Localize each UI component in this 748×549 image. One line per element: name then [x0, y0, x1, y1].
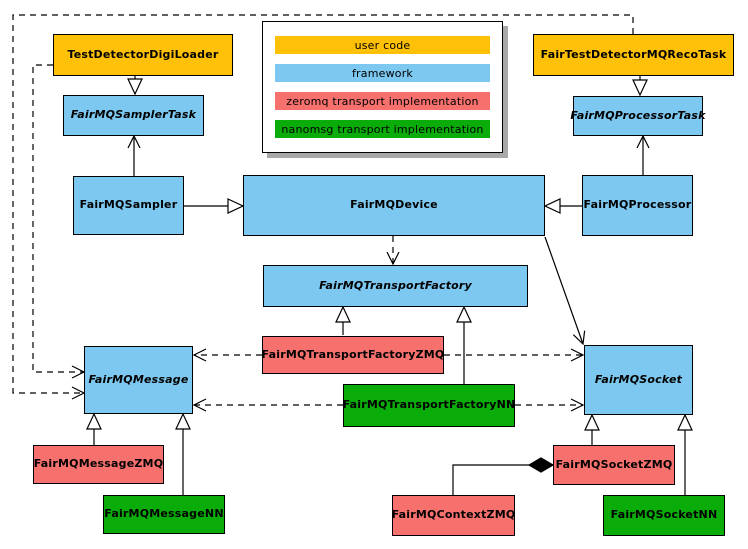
- class-box-testdetectordigiloader: TestDetectorDigiLoader: [53, 34, 233, 76]
- class-box-fairmqmessagezmq: FairMQMessageZMQ: [33, 445, 164, 484]
- class-label: FairMQSamplerTask: [70, 108, 197, 122]
- class-label: FairMQSocketZMQ: [555, 457, 673, 471]
- legend-item-zeromq: zeromq transport implementation: [275, 92, 490, 110]
- class-box-fairmqtransportfactoryzmq: FairMQTransportFactoryZMQ: [262, 336, 444, 374]
- class-box-fairmqtransportfactorynn: FairMQTransportFactoryNN: [343, 384, 515, 427]
- class-label: FairMQMessageZMQ: [33, 457, 164, 471]
- class-label: FairMQProcessorTask: [570, 108, 706, 122]
- class-box-fairmqdevice: FairMQDevice: [243, 175, 545, 236]
- class-box-fairmqprocessor: FairMQProcessor: [582, 175, 693, 236]
- class-box-fairmqsamplertask: FairMQSamplerTask: [63, 95, 204, 136]
- edge-socketzmq-owns-contextzmq: [452, 465, 553, 495]
- class-box-fairmqsampler: FairMQSampler: [73, 176, 184, 235]
- class-label: FairMQTransportFactoryNN: [342, 398, 516, 412]
- class-box-fairmqmessage: FairMQMessage: [84, 346, 193, 414]
- class-box-fairmqprocessortask: FairMQProcessorTask: [570, 96, 706, 136]
- class-label: FairMQMessage: [88, 372, 189, 386]
- class-box-fairmqsocketzmq: FairMQSocketZMQ: [553, 445, 675, 485]
- class-box-fairmqmessagenn: FairMQMessageNN: [103, 495, 225, 534]
- edge-recotask-depends-message: [12, 14, 634, 400]
- legend-item-user-code: user code: [275, 36, 490, 54]
- edge-digiloader-depends-message: [32, 64, 86, 379]
- class-label: FairMQSampler: [79, 198, 178, 212]
- legend: user code framework zeromq transport imp…: [262, 21, 503, 153]
- class-box-fairtestdetectormqrecotask: FairTestDetectorMQRecoTask: [533, 34, 734, 76]
- class-box-fairmqsocketnn: FairMQSocketNN: [603, 495, 725, 536]
- class-label: FairMQTransportFactoryZMQ: [261, 347, 445, 361]
- class-label: FairMQSocketNN: [610, 508, 718, 522]
- edge-device-uses-socket: [544, 236, 586, 346]
- class-label: FairMQProcessor: [583, 198, 692, 212]
- legend-item-framework: framework: [275, 64, 490, 82]
- class-label: FairMQTransportFactory: [319, 278, 472, 292]
- class-label: FairMQDevice: [350, 198, 438, 212]
- class-box-fairmqcontextzmq: FairMQContextZMQ: [392, 495, 515, 536]
- class-label: FairMQContextZMQ: [391, 508, 516, 522]
- class-label: FairMQSocket: [594, 372, 683, 386]
- class-box-fairmqsocket: FairMQSocket: [584, 345, 693, 415]
- class-label: TestDetectorDigiLoader: [67, 47, 219, 61]
- legend-item-nanomsg: nanomsg transport implementation: [275, 120, 490, 138]
- class-box-fairmqtransportfactory: FairMQTransportFactory: [263, 265, 528, 307]
- class-label: FairMQMessageNN: [104, 507, 224, 521]
- class-label: FairTestDetectorMQRecoTask: [540, 47, 727, 61]
